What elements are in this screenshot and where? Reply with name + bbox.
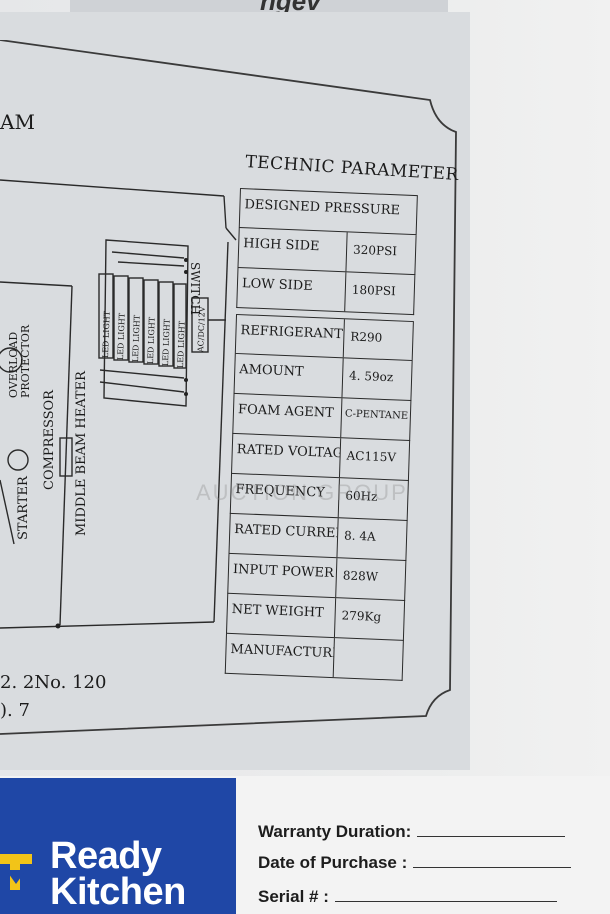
led-label: LED LIGHT	[176, 320, 187, 369]
power-label: AC/DC/12V	[196, 306, 207, 353]
led-label: LED LIGHT	[146, 316, 157, 365]
table-row: LOW SIDE 180PSI	[236, 267, 416, 316]
param-key: RATED VOLTAGE	[232, 433, 342, 478]
table-row: REFRIGERANT R290	[234, 313, 414, 362]
param-value: 4. 59oz	[348, 368, 394, 385]
table-row: INPUT POWER 828W	[227, 553, 407, 601]
led-label: LED LIGHT	[161, 318, 172, 367]
param-key: FOAM AGENT	[233, 393, 343, 438]
serial-number-label: Serial # :	[258, 887, 329, 906]
param-key: NET WEIGHT	[227, 593, 337, 638]
heater-label: MIDDLE BEAM HEATER	[74, 371, 89, 536]
parameter-table: DESIGNED PRESSURE HIGH SIDE 320PSI LOW S…	[224, 188, 418, 681]
table-row: RATED VOLTAGE AC115V	[231, 433, 411, 482]
param-key: REFRIGERANT	[235, 314, 345, 358]
param-value: 320PSI	[352, 242, 398, 259]
table-row: NET WEIGHT 279Kg	[225, 593, 406, 641]
param-value: 828W	[342, 568, 379, 584]
bottom-note-line-1: 2. 2No. 120	[0, 672, 107, 693]
spec-panel	[0, 12, 470, 770]
warranty-duration-field: Warranty Duration:	[258, 822, 566, 842]
table-row: FOAM AGENT C-PENTANE	[232, 393, 412, 442]
param-value: R290	[350, 329, 383, 345]
auction-watermark: AUCTION GROUP	[196, 480, 408, 505]
brand-name: Ready Kitchen	[50, 835, 186, 913]
led-label: LED LIGHT	[131, 314, 142, 363]
param-value: C-PENTANE	[344, 408, 409, 422]
panel-border	[0, 40, 457, 735]
param-key: RATED CURRENT	[229, 513, 339, 558]
wiring-diagram	[0, 179, 237, 629]
warranty-duration-label: Warranty Duration:	[258, 822, 412, 841]
param-key: AMOUNT	[234, 353, 344, 398]
param-key: LOW SIDE	[237, 268, 347, 312]
purchase-date-line	[413, 867, 572, 868]
starter-label: STARTER	[16, 476, 31, 540]
param-value: AC115V	[346, 448, 397, 465]
table-row: RATED CURRENT 8. 4A	[228, 513, 408, 561]
table-row: AMOUNT 4. 59oz	[233, 353, 413, 402]
brand-line-2: Kitchen	[50, 871, 186, 913]
ready-kitchen-logo-icon	[0, 854, 32, 890]
brand-panel	[0, 778, 236, 914]
led-label: LED LIGHT	[116, 312, 127, 361]
bottom-note-line-2: ). 7	[0, 700, 30, 721]
param-value: 180PSI	[351, 282, 397, 299]
overload-protector-label: OVERLOAD PROTECTOR	[7, 324, 32, 398]
led-label: LED LIGHT	[101, 310, 112, 359]
compressor-label: COMPRESSOR	[42, 390, 57, 490]
table-row: DESIGNED PRESSURE	[238, 188, 418, 236]
purchase-date-field: Date of Purchase :	[258, 853, 572, 873]
table-row: HIGH SIDE 320PSI	[237, 227, 417, 276]
param-value	[334, 638, 403, 680]
param-key: INPUT POWER	[228, 553, 338, 598]
param-value: 8. 4A	[343, 528, 376, 544]
serial-number-field: Serial # :	[258, 887, 557, 907]
purchase-date-label: Date of Purchase :	[258, 853, 408, 872]
table-row: MANUFACTURED	[224, 633, 404, 681]
warranty-duration-line	[417, 836, 566, 837]
serial-number-line	[334, 901, 557, 902]
diagram-title-fragment: AM	[0, 110, 35, 134]
param-value: 279Kg	[341, 608, 382, 624]
brand-line-1: Ready	[50, 835, 162, 877]
designed-pressure-label: DESIGNED PRESSURE	[244, 197, 401, 219]
param-key: HIGH SIDE	[238, 228, 348, 272]
param-key: MANUFACTURED	[225, 633, 335, 678]
